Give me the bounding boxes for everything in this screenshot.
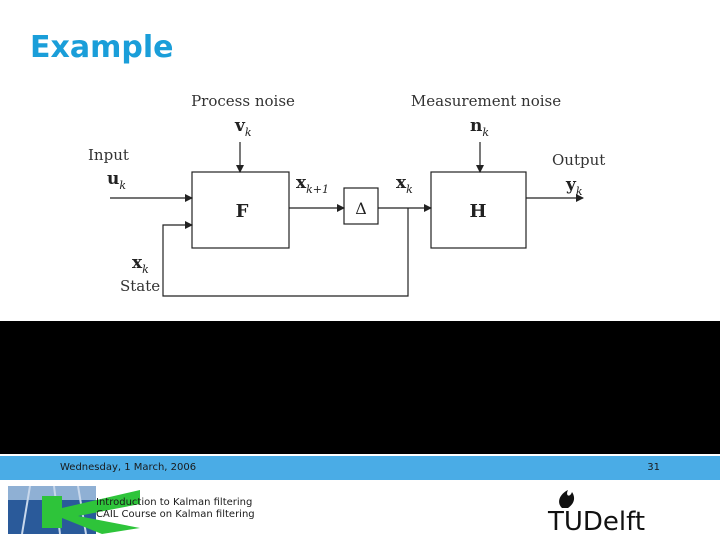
tudelft-flame-icon	[559, 490, 575, 508]
input-label: Input	[88, 146, 129, 164]
state-symbol-subscript: k	[142, 263, 149, 276]
black-band	[0, 321, 720, 454]
measurement-noise-symbol-main: n	[470, 116, 482, 136]
block-delay-label: Δ	[355, 199, 367, 218]
course-logo-image	[8, 486, 140, 534]
next-state-symbol-subscript: k+1	[306, 183, 329, 196]
state-label: State	[120, 277, 160, 295]
block-diagram: F Δ H Process noise vk Measurement noise…	[88, 92, 605, 297]
measurement-noise-symbol-subscript: k	[482, 126, 489, 139]
page-number: 31	[647, 462, 660, 473]
block-h-label: H	[469, 201, 486, 222]
process-noise-symbol-subscript: k	[245, 126, 252, 139]
current-state-symbol-subscript: k	[406, 183, 413, 196]
output-label: Output	[552, 151, 605, 169]
next-state-symbol-main: x	[296, 173, 307, 193]
tudelft-logo-text: TUDelft	[547, 507, 645, 534]
state-feedback-line	[162, 208, 409, 297]
tudelft-logo: TUDelft	[547, 490, 645, 534]
measurement-noise-label: Measurement noise	[411, 92, 561, 110]
current-state-symbol: xk	[396, 173, 413, 196]
footer-line-2: CAIL Course on Kalman filtering	[96, 509, 255, 520]
course-logo-k-stem	[42, 496, 62, 528]
slide-title: Example	[30, 30, 174, 65]
input-symbol-subscript: k	[119, 179, 126, 192]
next-state-symbol: xk+1	[296, 173, 329, 196]
footer-bar	[0, 456, 720, 480]
output-symbol: yk	[565, 175, 583, 198]
output-symbol-main: y	[565, 175, 577, 195]
state-symbol-main: x	[132, 253, 143, 273]
block-f-label: F	[236, 201, 249, 222]
course-logo-k-arm	[62, 490, 140, 534]
footer-course-text: Introduction to Kalman filtering CAIL Co…	[96, 497, 255, 521]
measurement-noise-symbol: nk	[470, 116, 489, 139]
process-noise-label: Process noise	[191, 92, 295, 110]
footer-line-1: Introduction to Kalman filtering	[96, 497, 253, 508]
block-f	[191, 171, 290, 249]
input-symbol-main: u	[107, 169, 119, 189]
process-noise-symbol-main: v	[234, 116, 246, 136]
input-symbol: uk	[107, 169, 126, 192]
process-noise-symbol: vk	[234, 116, 252, 139]
current-state-symbol-main: x	[396, 173, 407, 193]
state-symbol: xk	[132, 253, 149, 276]
course-logo-photo-line	[21, 486, 31, 534]
output-symbol-subscript: k	[576, 185, 583, 198]
footer-date: Wednesday, 1 March, 2006	[60, 462, 197, 473]
block-delay	[343, 187, 379, 225]
